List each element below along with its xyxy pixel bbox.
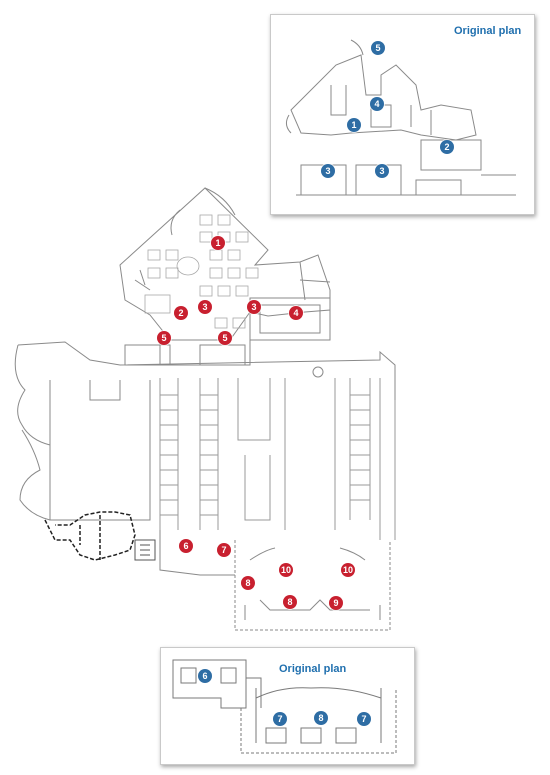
orig-marker-3-b: 3 xyxy=(375,164,389,178)
marker-5-b: 5 xyxy=(218,331,232,345)
inset-bottom-title: Original plan xyxy=(279,663,347,675)
middle-band-outline xyxy=(17,341,396,400)
orig-marker-5: 5 xyxy=(371,41,385,55)
marker-3-b: 3 xyxy=(247,300,261,314)
marker-8-b: 8 xyxy=(283,595,297,609)
marker-10: 10 xyxy=(279,563,293,577)
marker-10-b: 10 xyxy=(341,563,355,577)
left-wing-outline xyxy=(49,380,151,521)
orig-marker-7: 7 xyxy=(273,712,287,726)
marker-2: 2 xyxy=(174,306,188,320)
marker-5: 5 xyxy=(157,331,171,345)
orig-marker-4: 4 xyxy=(370,97,384,111)
orig-marker-1: 1 xyxy=(347,118,361,132)
inset-top-title: Original plan xyxy=(454,25,522,37)
inset-top-plan xyxy=(285,39,516,196)
original-plan-inset-bottom: Original plan 6 7 8 7 xyxy=(160,647,415,765)
lower-block-outline xyxy=(234,540,391,631)
orig-marker-3: 3 xyxy=(321,164,335,178)
orig-marker-2: 2 xyxy=(440,140,454,154)
marker-3: 3 xyxy=(198,300,212,314)
marker-6: 6 xyxy=(179,539,193,553)
marker-4: 4 xyxy=(289,306,303,320)
upper-wing-outline xyxy=(119,187,331,341)
original-plan-inset-top: Original plan 5 4 1 2 3 3 xyxy=(270,14,535,215)
marker-7: 7 xyxy=(217,543,231,557)
orig-marker-7-b: 7 xyxy=(357,712,371,726)
marker-8: 8 xyxy=(241,576,255,590)
marker-1: 1 xyxy=(211,236,225,250)
inset-bottom-plan xyxy=(172,659,397,754)
orig-marker-6: 6 xyxy=(198,669,212,683)
orig-marker-8: 8 xyxy=(314,711,328,725)
marker-9: 9 xyxy=(329,596,343,610)
